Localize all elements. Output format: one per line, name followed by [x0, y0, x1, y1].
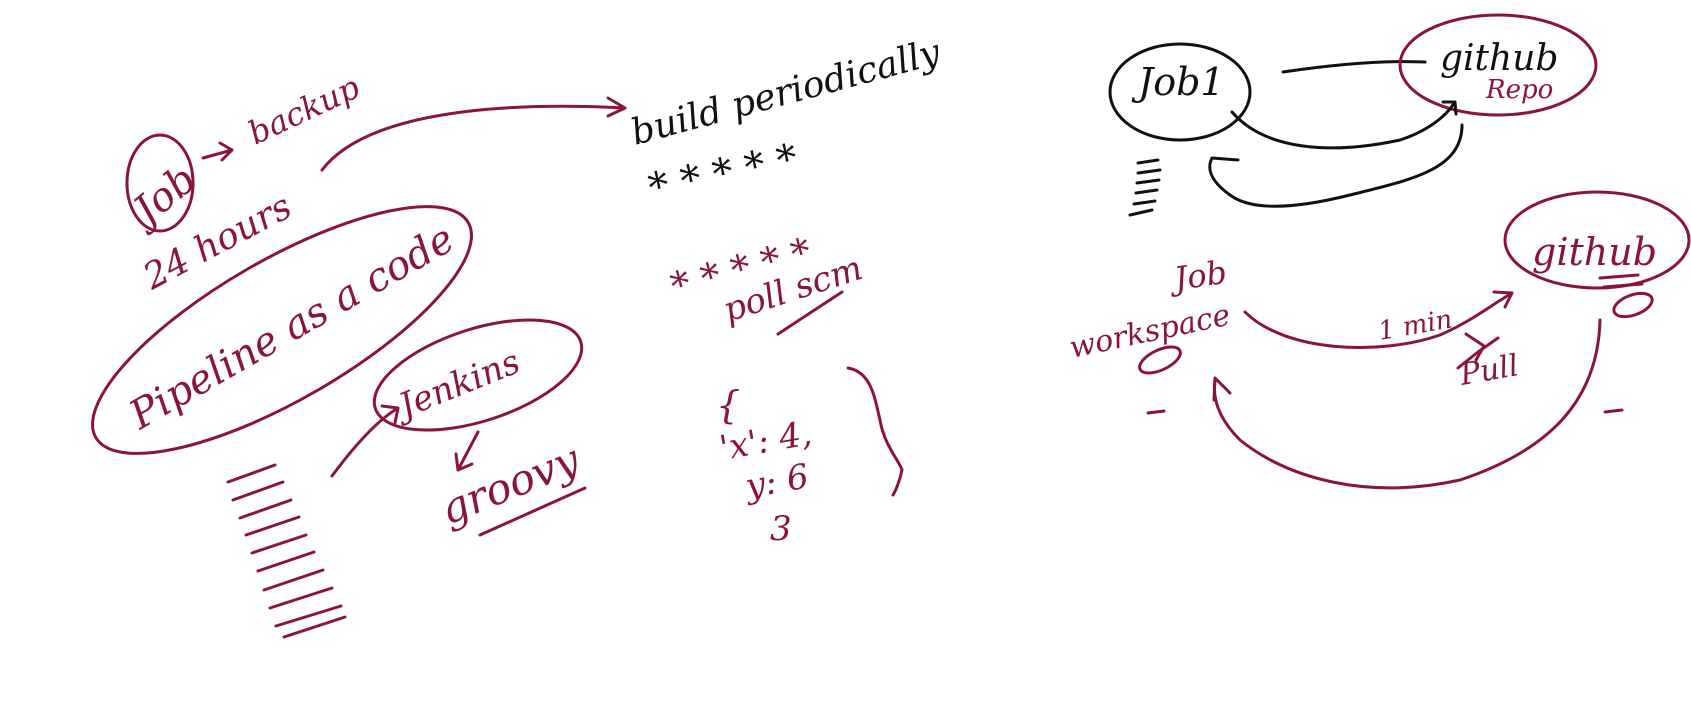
backup-text: backup [242, 68, 365, 152]
pipeline-hatch-lines [226, 463, 347, 639]
one-min-text: 1 min [1376, 304, 1455, 346]
github-repo-sub: Repo [1485, 75, 1553, 105]
github2-dash [1603, 408, 1624, 414]
job1-to-github-curve-arrow [1230, 100, 1458, 150]
pull-arrow-tick [1456, 332, 1500, 370]
groovy-text: groovy [433, 434, 587, 534]
json-open-brace: { [716, 383, 740, 427]
github2-small-circle [1612, 291, 1654, 319]
github-repo-title: github [1440, 38, 1558, 79]
stars-black-text: * * * * * [645, 135, 802, 211]
github2-text: github [1532, 230, 1657, 274]
workspace-small-circle [1138, 345, 1182, 375]
json-y-line: y: 6 [741, 457, 812, 508]
github-to-workspace-arrow [1212, 318, 1602, 490]
github2-underline [1598, 273, 1644, 289]
pipeline-oval [91, 205, 473, 455]
job1-circle [1108, 42, 1252, 142]
to-jenkins-arrow [330, 404, 400, 478]
github-to-job1-return-curve [1208, 123, 1464, 208]
json-right-brace [846, 366, 904, 497]
groovy-underline [478, 486, 587, 537]
job-circle [125, 133, 195, 233]
workspace-dash [1146, 409, 1166, 415]
job1-to-github-line [1281, 60, 1427, 74]
job1-text: Job1 [1131, 60, 1225, 104]
github-repo-oval [1398, 13, 1598, 117]
job1-hatch-lines [1128, 158, 1162, 217]
job-to-backup-arrow [201, 141, 234, 162]
github2-oval [1503, 190, 1691, 290]
jenkins-to-groovy-arrow [454, 430, 480, 472]
one-min-arrow [1243, 290, 1514, 349]
build-periodically-text: build periodically [627, 32, 945, 154]
pull-text: Pull [1456, 348, 1521, 393]
jenkins-oval [372, 318, 584, 432]
hours-to-build-arrow [320, 96, 627, 172]
json-close-brace: 3 [770, 509, 792, 549]
poll-scm-underline [776, 290, 844, 336]
job-label-text: Job [1166, 253, 1229, 299]
